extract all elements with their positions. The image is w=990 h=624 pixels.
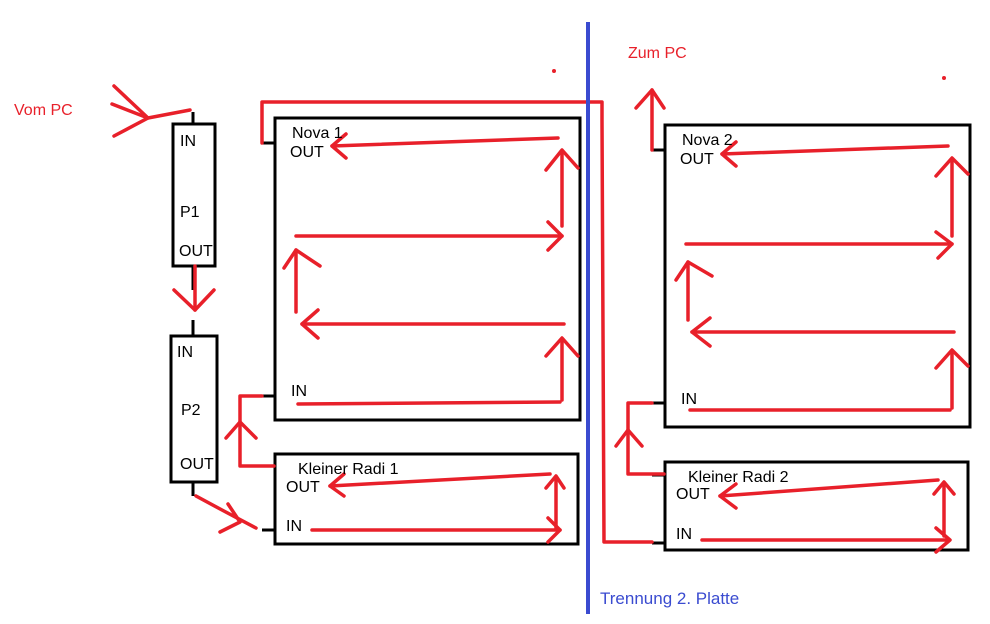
nova1-riser-3-arrowhead bbox=[544, 148, 580, 172]
radi1-in-arrowhead bbox=[546, 516, 562, 544]
nova1-riser-2-arrowhead bbox=[282, 248, 322, 270]
nova2-out-label: OUT bbox=[680, 151, 714, 168]
nova1-out-line bbox=[330, 136, 560, 148]
radi1-in-label: IN bbox=[286, 518, 302, 535]
p1-in-label: IN bbox=[180, 133, 196, 150]
p1-name-label: P1 bbox=[180, 204, 200, 221]
nova1-name-label: Nova 1 bbox=[292, 125, 343, 142]
nova1-riser-1-arrowhead bbox=[544, 336, 580, 358]
coolant-flow bbox=[110, 69, 970, 554]
nova-2-box bbox=[663, 123, 972, 429]
kleiner-radi-2-box bbox=[663, 460, 970, 552]
nova2-riser-2-arrowhead bbox=[674, 260, 714, 282]
stray-dot bbox=[552, 69, 556, 73]
nova2-riser-3-arrowhead bbox=[934, 156, 970, 178]
inlet-line bbox=[110, 102, 192, 120]
cross-divider-line bbox=[260, 100, 654, 544]
nova1-pass-1 bbox=[296, 400, 562, 406]
radi2-in-label: IN bbox=[676, 526, 692, 543]
p1-out-label: OUT bbox=[179, 243, 213, 260]
nova2-pass-3-arrowhead bbox=[934, 230, 954, 260]
radi2-name-label: Kleiner Radi 2 bbox=[688, 469, 789, 486]
radi2-nova2-line bbox=[626, 401, 666, 476]
inlet-arrowhead bbox=[112, 84, 150, 138]
radi2-riser-arrowhead bbox=[932, 480, 956, 496]
nova2-name-label: Nova 2 bbox=[682, 132, 733, 149]
stray-dot bbox=[942, 76, 946, 80]
nova2-riser-1-arrowhead bbox=[934, 348, 970, 370]
radi2-in-arrowhead bbox=[934, 526, 952, 554]
radi2-out-line bbox=[718, 478, 940, 498]
nova1-out-label: OUT bbox=[290, 144, 324, 161]
nova1-in-label: IN bbox=[291, 383, 307, 400]
p1-p2-arrowhead bbox=[172, 288, 216, 312]
nova2-out-arrowhead bbox=[720, 140, 738, 168]
radi1-out-line bbox=[328, 472, 552, 488]
to-pc-label: Zum PC bbox=[628, 45, 687, 62]
radi1-nova1-arrowhead bbox=[224, 420, 258, 440]
radi1-out-label: OUT bbox=[286, 479, 320, 496]
nova2-pass-2-arrowhead bbox=[690, 316, 712, 348]
from-pc-label: Vom PC bbox=[14, 102, 73, 119]
nova2-out-line bbox=[720, 144, 950, 156]
radi2-out-arrowhead bbox=[718, 482, 738, 510]
p2-out-label: OUT bbox=[180, 456, 214, 473]
divider-label: Trennung 2. Platte bbox=[600, 589, 739, 608]
radi1-nova1-line bbox=[238, 394, 276, 468]
radi1-name-label: Kleiner Radi 1 bbox=[298, 461, 399, 478]
radi2-out-label: OUT bbox=[676, 486, 710, 503]
nova1-out-arrowhead bbox=[330, 132, 348, 160]
radi1-out-arrowhead bbox=[328, 472, 346, 498]
p2-radi1-arrowhead bbox=[218, 502, 242, 534]
radi1-riser-arrowhead bbox=[544, 474, 566, 490]
p2-radi1-line bbox=[194, 494, 258, 530]
nova-1-box bbox=[273, 116, 582, 422]
outlet-arrowhead bbox=[634, 88, 666, 110]
p2-in-label: IN bbox=[177, 344, 193, 361]
radi2-nova2-arrowhead bbox=[614, 428, 644, 448]
p2-name-label: P2 bbox=[181, 402, 201, 419]
nova2-in-label: IN bbox=[681, 391, 697, 408]
nova1-pass-3-arrowhead bbox=[546, 220, 564, 252]
nova1-pass-2-arrowhead bbox=[300, 308, 320, 340]
